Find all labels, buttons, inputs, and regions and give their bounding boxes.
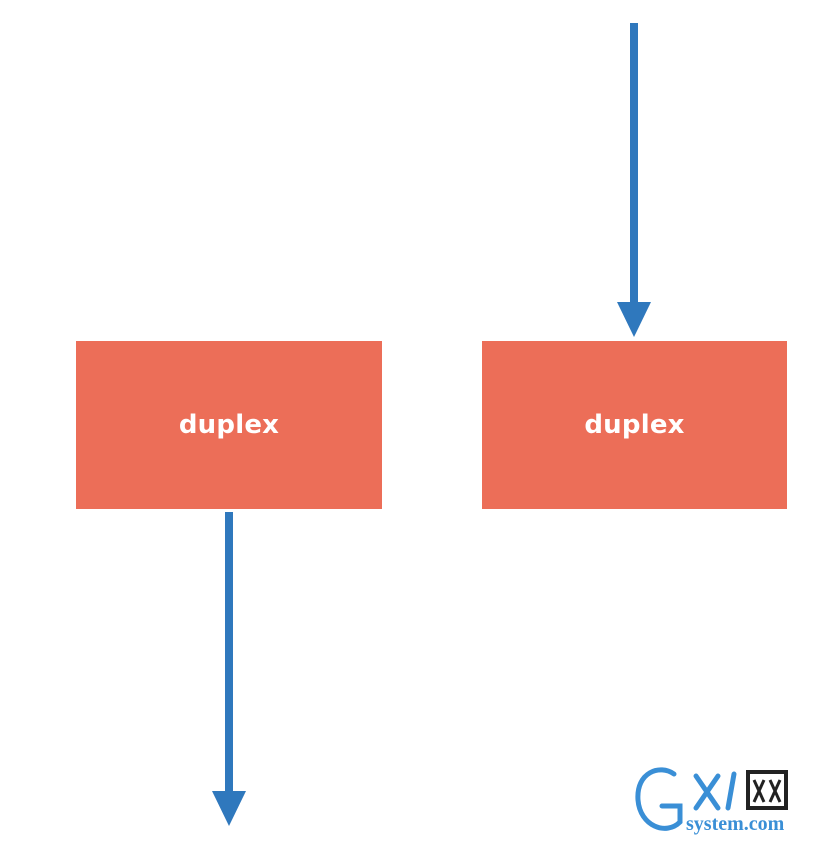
watermark-logo: system.com [635, 767, 788, 835]
svg-text:system.com: system.com [686, 813, 785, 835]
duplex-box-right: duplex [482, 341, 787, 509]
duplex-label-left: duplex [178, 410, 280, 440]
duplex-label-right: duplex [584, 410, 685, 440]
duplex-box-left: duplex [76, 341, 382, 509]
arrow-into-right-duplex [617, 23, 651, 337]
arrow-out-of-left-duplex [212, 512, 246, 826]
